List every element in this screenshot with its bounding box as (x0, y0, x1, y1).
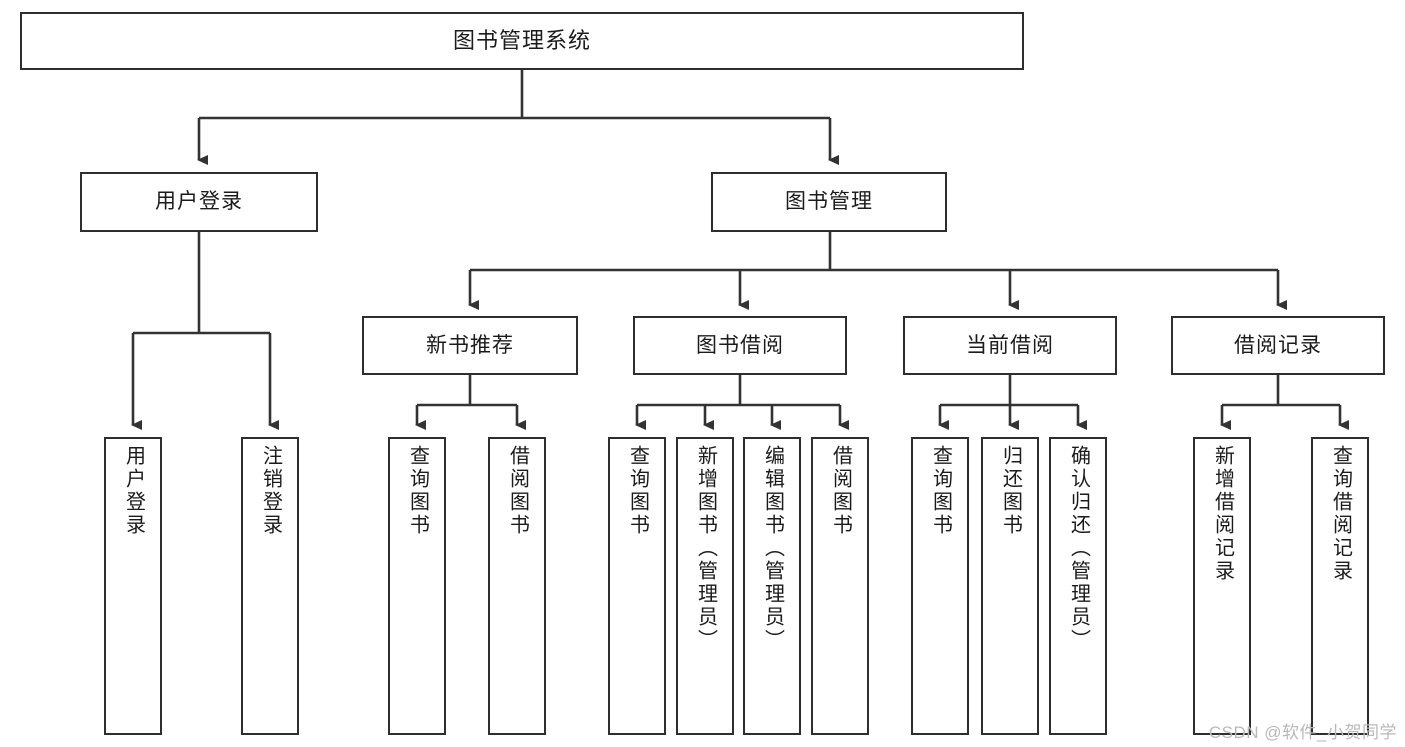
node-label: 借阅记录 (1234, 333, 1322, 357)
node-label: 查询图书 (626, 445, 649, 537)
node-leaf-user-login-logout[interactable]: 注销登录 (241, 437, 299, 735)
node-label: 注销登录 (259, 445, 282, 537)
node-leaf-borrow-add-book-admin[interactable]: 新增图书（管理员） (676, 437, 734, 735)
node-leaf-current-query-book[interactable]: 查询图书 (911, 437, 969, 735)
node-leaf-recommend-borrow-book[interactable]: 借阅图书 (488, 437, 546, 735)
node-current-borrow[interactable]: 当前借阅 (903, 316, 1117, 375)
node-label: 新书推荐 (426, 333, 514, 357)
node-leaf-current-return-book[interactable]: 归还图书 (981, 437, 1039, 735)
node-label: 当前借阅 (966, 333, 1054, 357)
node-label: 图书借阅 (696, 333, 784, 357)
node-leaf-user-login-login[interactable]: 用户登录 (104, 437, 162, 735)
node-label: 新增借阅记录 (1211, 445, 1234, 583)
node-borrow-record[interactable]: 借阅记录 (1171, 316, 1385, 375)
node-label: 图书管理系统 (452, 27, 591, 53)
node-label: 新增图书（管理员） (694, 445, 717, 652)
node-leaf-record-query-record[interactable]: 查询借阅记录 (1311, 437, 1369, 735)
node-label: 图书管理 (785, 190, 873, 214)
node-root-book-management-system[interactable]: 图书管理系统 (20, 12, 1024, 70)
node-label: 借阅图书 (829, 445, 852, 537)
node-new-book-recommend[interactable]: 新书推荐 (362, 316, 578, 375)
node-leaf-borrow-edit-book-admin[interactable]: 编辑图书（管理员） (743, 437, 801, 735)
node-label: 归还图书 (999, 445, 1022, 537)
node-leaf-borrow-query-book[interactable]: 查询图书 (608, 437, 666, 735)
node-label: 查询图书 (406, 445, 429, 537)
node-leaf-borrow-borrow-book[interactable]: 借阅图书 (811, 437, 869, 735)
node-label: 查询借阅记录 (1329, 445, 1352, 583)
node-user-login[interactable]: 用户登录 (80, 172, 318, 232)
node-label: 确认归还（管理员） (1067, 445, 1090, 652)
node-leaf-recommend-query-book[interactable]: 查询图书 (388, 437, 446, 735)
node-book-borrow[interactable]: 图书借阅 (633, 316, 847, 375)
node-label: 用户登录 (122, 445, 145, 537)
node-label: 编辑图书（管理员） (761, 445, 784, 652)
node-label: 借阅图书 (506, 445, 529, 537)
node-label: 查询图书 (929, 445, 952, 537)
node-leaf-current-confirm-return-admin[interactable]: 确认归还（管理员） (1049, 437, 1107, 735)
node-leaf-record-add-record[interactable]: 新增借阅记录 (1193, 437, 1251, 735)
watermark: CSDN @软件_小贺同学 (1208, 723, 1397, 742)
node-book-management[interactable]: 图书管理 (711, 172, 947, 232)
node-label: 用户登录 (155, 190, 243, 214)
